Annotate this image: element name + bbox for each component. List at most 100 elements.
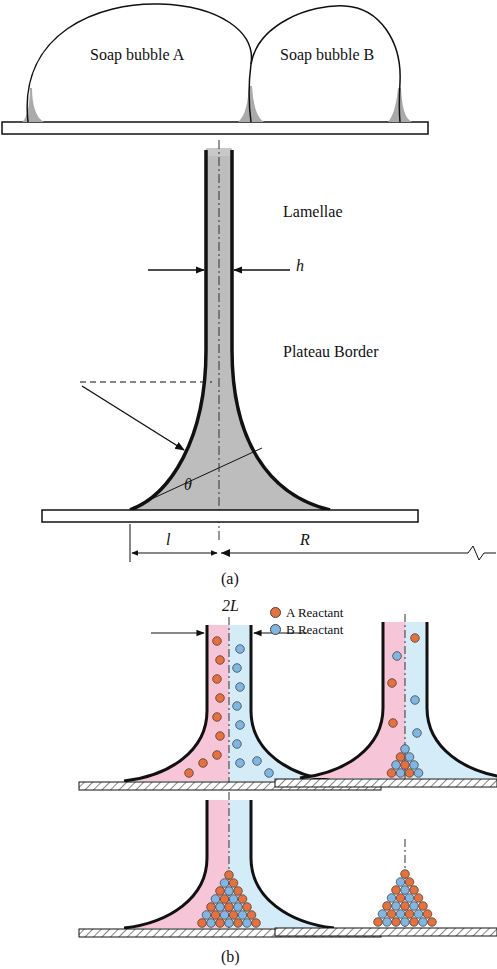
reactant-dot <box>411 634 420 643</box>
reactant-dot <box>405 910 414 919</box>
reactant-dot <box>414 894 423 903</box>
legend-swatch <box>270 607 281 618</box>
reactant-dot <box>220 911 229 920</box>
dimension-label: l <box>166 532 170 548</box>
reactant-dot <box>202 911 211 920</box>
dimension-tick <box>130 524 131 562</box>
reactant-dot <box>233 740 242 749</box>
reactant-dot <box>236 721 245 730</box>
dimension-arrow <box>234 269 290 270</box>
reactant-dot <box>213 713 222 722</box>
reactant-dot <box>383 918 392 927</box>
reactant-dot <box>419 918 428 927</box>
reactant-dot <box>236 645 245 654</box>
reactant-dot <box>236 683 245 692</box>
reactant-dot <box>225 919 234 928</box>
reaction-panel <box>79 792 381 937</box>
soap-bubble: Soap bubble B <box>250 2 404 123</box>
legend-swatch <box>270 624 281 635</box>
reactant-dot <box>387 769 396 778</box>
reactant-dot <box>392 886 401 895</box>
reactant-dot <box>419 902 428 911</box>
soap-bubble: Soap bubble A <box>20 2 254 123</box>
base-plate <box>42 510 418 522</box>
reactant-dot <box>216 887 225 896</box>
reactant-dot <box>238 895 247 904</box>
dimension-arrow <box>151 632 204 633</box>
bubble-label: Soap bubble B <box>280 46 374 64</box>
reactant-dot <box>213 637 222 646</box>
reactant-dot <box>216 694 225 703</box>
reactant-dot <box>378 910 387 919</box>
reactant-dot <box>213 751 222 760</box>
reactant-dot <box>405 894 414 903</box>
reactant-dot <box>374 918 383 927</box>
part-label: Lamellae <box>283 204 343 220</box>
reactant-dot <box>216 732 225 741</box>
legend-text: B Reactant <box>286 623 343 636</box>
tangent-line <box>132 448 262 508</box>
reactant-dot <box>243 903 252 912</box>
legend-text: A Reactant <box>286 606 343 619</box>
reactant-dot <box>198 919 207 928</box>
reactant-dot <box>207 903 216 912</box>
reactant-dot <box>396 894 405 903</box>
reactant-dot <box>410 902 419 911</box>
reactant-dot <box>216 656 225 665</box>
region-b <box>405 622 497 778</box>
reactant-dot <box>410 918 419 927</box>
dimension-label: h <box>296 258 304 274</box>
reaction-panel <box>275 839 497 936</box>
reactant-dot <box>185 769 194 778</box>
reactant-dot <box>396 910 405 919</box>
reactant-dot <box>401 870 410 879</box>
angle-label: θ <box>184 477 192 493</box>
center-line <box>405 839 406 931</box>
reactant-dot <box>252 919 261 928</box>
reactant-dot <box>392 918 401 927</box>
reactant-dot <box>413 729 422 738</box>
reactant-dot <box>401 902 410 911</box>
film-wall <box>124 625 207 781</box>
base-plate <box>2 122 428 134</box>
reactant-dot <box>414 910 423 919</box>
reactant-dot <box>253 757 262 766</box>
reactant-dot <box>238 911 247 920</box>
reactant-dot <box>396 878 405 887</box>
dimension-label: R <box>300 532 310 548</box>
reactant-dot <box>216 919 225 928</box>
dimension-label: 2L <box>222 598 239 614</box>
reactant-dot <box>389 719 398 728</box>
dimension-arrow <box>148 269 204 270</box>
reactant-dot <box>225 887 234 896</box>
film-wall <box>427 622 497 778</box>
reactant-dot <box>387 894 396 903</box>
reactant-dot <box>405 769 414 778</box>
reactant-dot <box>405 878 414 887</box>
reactant-dot <box>247 911 256 920</box>
reactant-dot <box>211 911 220 920</box>
hatched-plate <box>275 928 497 936</box>
radius-arrow <box>82 386 184 450</box>
figure-label: (b) <box>221 949 240 965</box>
reactant-dot <box>229 895 238 904</box>
reactant-dot <box>236 759 245 768</box>
reactant-dot <box>423 910 432 919</box>
reaction-panel <box>79 617 381 790</box>
film-wall <box>300 622 383 778</box>
reactant-dot <box>234 919 243 928</box>
reactant-dot <box>410 886 419 895</box>
reactant-dot <box>393 652 402 661</box>
reactant-dot <box>388 679 397 688</box>
reaction-panel <box>275 614 497 787</box>
region-a <box>119 800 229 928</box>
reactant-dot <box>428 918 437 927</box>
reactant-dot <box>265 769 274 778</box>
reactant-dot <box>401 745 410 754</box>
reactant-dot <box>234 887 243 896</box>
dimension-arrow <box>132 553 217 554</box>
reactant-dot <box>243 919 252 928</box>
reactant-dot <box>396 769 405 778</box>
reactant-dot <box>233 664 242 673</box>
